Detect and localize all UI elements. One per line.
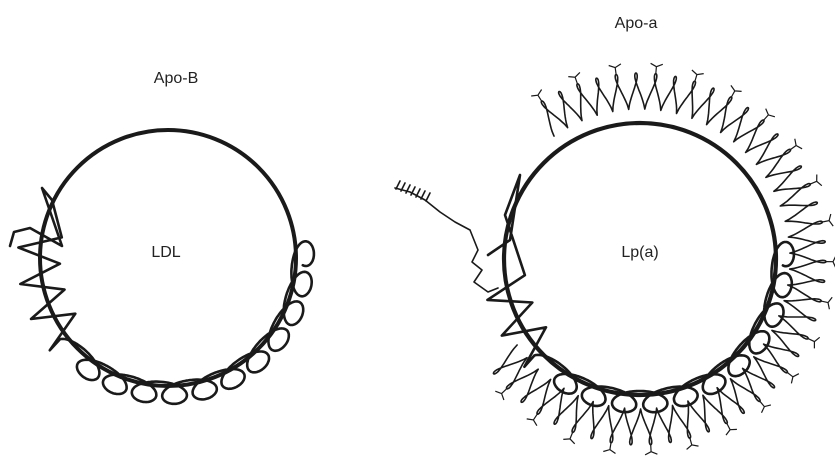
apo-a-tick-mark (645, 445, 657, 455)
apo-a-tick-mark (764, 109, 775, 121)
apo-a-tick-mark (563, 432, 574, 443)
apo-b-label: Apo-B (154, 71, 198, 87)
apo-a-tick-mark (609, 64, 621, 75)
apo-a-tick-mark (726, 424, 737, 436)
ldl-label: LDL (151, 245, 180, 261)
apo-a-tick-mark (821, 297, 832, 309)
apo-a-tail-strand-icon (395, 181, 498, 292)
lpa-particle-figure (395, 63, 835, 455)
apo-a-tick-mark (603, 443, 615, 454)
apo-a-tick-mark (495, 389, 506, 400)
apo-a-tick-mark (568, 72, 580, 83)
lpa-label: Lp(a) (621, 245, 658, 261)
apo-a-tick-mark (808, 337, 820, 348)
apo-a-tick-mark (790, 139, 802, 150)
apo-a-tick-mark (687, 438, 699, 449)
apo-a-tick-mark (787, 373, 799, 384)
apo-a-tick-mark (527, 414, 538, 426)
apo-a-tick-mark (826, 256, 835, 268)
apo-a-label: Apo-a (615, 16, 658, 32)
ldl-apo-b-strand-icon (10, 188, 314, 404)
apo-a-tick-mark (760, 401, 771, 413)
apo-a-tick-mark (810, 175, 822, 186)
apo-a-tick-mark (531, 90, 541, 102)
apo-a-tick-mark (822, 214, 833, 226)
lpa-apo-b-strand-icon (487, 175, 794, 412)
apo-a-tick-mark (731, 85, 742, 97)
apo-a-tick-mark (692, 70, 704, 81)
apo-a-tick-marks (495, 63, 835, 455)
ldl-particle-figure (10, 130, 314, 404)
apo-a-tick-mark (651, 63, 663, 73)
